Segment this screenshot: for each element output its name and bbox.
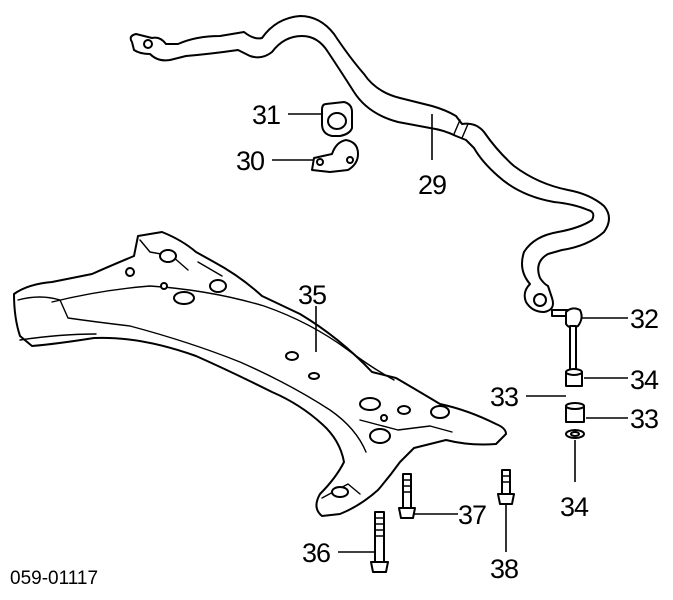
stabilizer-link bbox=[551, 307, 585, 439]
callout-35: 35 bbox=[298, 280, 326, 310]
suspension-crossmember bbox=[13, 231, 507, 517]
callout-37: 37 bbox=[458, 500, 486, 530]
callout-31: 31 bbox=[252, 100, 280, 130]
stabilizer-bushing bbox=[321, 101, 353, 137]
stabilizer-bracket bbox=[311, 139, 359, 173]
callout-36: 36 bbox=[302, 538, 330, 568]
callout-29: 29 bbox=[418, 170, 446, 200]
callout-38: 38 bbox=[490, 554, 518, 584]
callout-33-left: 33 bbox=[490, 382, 518, 412]
callout-33-right: 33 bbox=[630, 404, 658, 434]
bolt-37 bbox=[398, 473, 416, 519]
leader-lines bbox=[272, 113, 628, 553]
callout-34-lower: 34 bbox=[560, 492, 589, 522]
callout-30: 30 bbox=[236, 146, 264, 176]
stabilizer-bar bbox=[129, 15, 610, 313]
diagram-code: 059-01117 bbox=[10, 568, 98, 589]
bolt-36 bbox=[370, 511, 389, 573]
bolt-38 bbox=[497, 469, 515, 505]
callout-34-upper: 34 bbox=[630, 365, 659, 395]
callout-32: 32 bbox=[630, 304, 658, 334]
